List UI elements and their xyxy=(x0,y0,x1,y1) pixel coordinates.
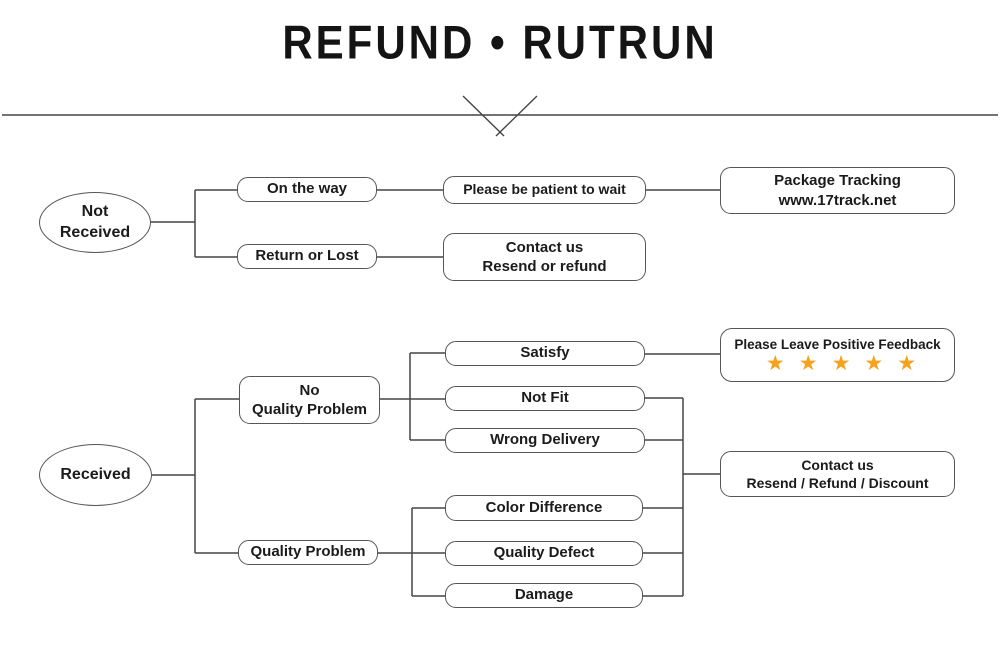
node-please-be-patient: Please be patient to wait xyxy=(443,176,646,204)
star-icon: ★ xyxy=(831,351,858,375)
star-icon: ★ xyxy=(765,351,792,375)
not-received-connectors xyxy=(150,189,720,258)
node-received: Received xyxy=(39,444,152,506)
node-wrong-delivery: Wrong Delivery xyxy=(445,428,645,453)
node-return-or-lost: Return or Lost xyxy=(237,244,377,269)
node-no-quality-problem: No Quality Problem xyxy=(239,376,380,424)
node-not-received: Not Received xyxy=(39,192,151,253)
node-color-difference: Color Difference xyxy=(445,495,643,521)
node-on-the-way: On the way xyxy=(237,177,377,202)
chevron-down-icon xyxy=(462,95,538,137)
star-icon: ★ xyxy=(798,351,825,375)
node-damage: Damage xyxy=(445,583,643,608)
star-icon: ★ xyxy=(897,351,924,375)
node-not-fit: Not Fit xyxy=(445,386,645,411)
feedback-label: Please Leave Positive Feedback xyxy=(734,336,941,352)
node-contact-resend-refund-discount: Contact us Resend / Refund / Discount xyxy=(720,451,955,497)
node-positive-feedback: Please Leave Positive Feedback ★★★★★ xyxy=(720,328,955,382)
node-package-tracking: Package Tracking www.17track.net xyxy=(720,167,955,214)
node-contact-resend-refund: Contact us Resend or refund xyxy=(443,233,646,281)
node-quality-problem: Quality Problem xyxy=(238,540,378,565)
node-quality-defect: Quality Defect xyxy=(445,541,643,566)
node-satisfy: Satisfy xyxy=(445,341,645,366)
star-icon: ★ xyxy=(864,351,891,375)
page-title: REFUND • RUTRUN xyxy=(282,16,718,69)
five-star-rating: ★★★★★ xyxy=(752,353,923,374)
received-connectors xyxy=(152,352,720,597)
